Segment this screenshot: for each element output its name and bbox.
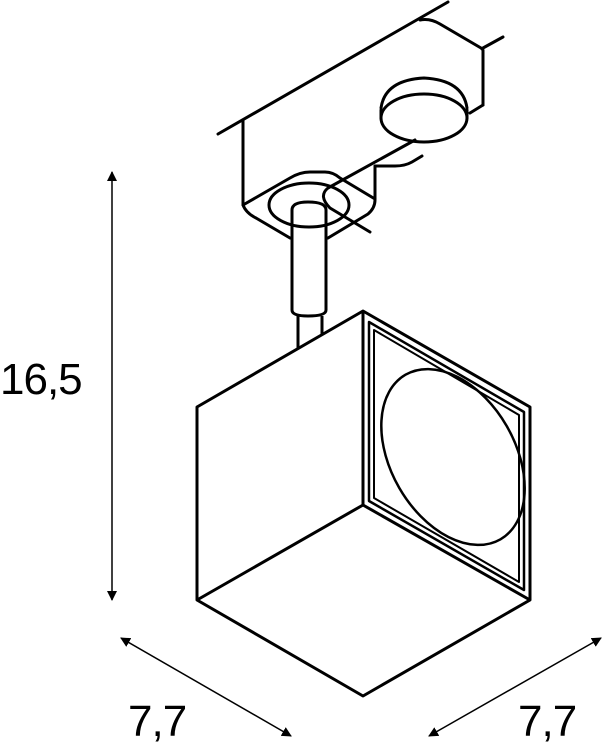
height-dimension-label: 16,5 xyxy=(0,355,83,404)
width-right-dimension-label: 7,7 xyxy=(518,697,577,746)
cube-head xyxy=(195,309,532,698)
dimension-width-right-arrow xyxy=(428,637,602,737)
dimension-width-left-arrow xyxy=(120,637,292,737)
track-adapter xyxy=(216,0,505,240)
width-left-dimension-label: 7,7 xyxy=(128,697,187,746)
stem xyxy=(290,200,328,348)
